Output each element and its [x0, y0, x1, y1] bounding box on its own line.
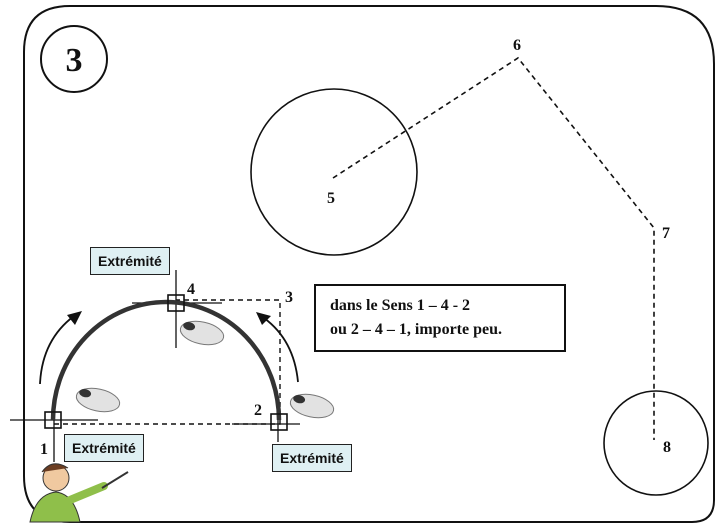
point-label-2: 2 — [254, 402, 262, 419]
mouse-icon — [179, 320, 225, 346]
step-badge — [40, 25, 108, 93]
point-label-8: 8 — [663, 439, 671, 456]
mouse-icon — [289, 393, 335, 419]
endpoint-label-left: Extrémité — [64, 434, 144, 462]
mouse-icon — [75, 387, 121, 413]
grip-point-1 — [44, 411, 62, 429]
point-label-4: 4 — [187, 281, 195, 298]
presenter-figure-icon — [29, 463, 129, 523]
note-line-2: ou 2 – 4 – 1, importe peu. — [330, 321, 502, 338]
outer-frame — [23, 5, 715, 523]
grip-point-2 — [270, 413, 288, 431]
dashed-path-5-6-7-8 — [332, 56, 655, 440]
point-label-3: 3 — [285, 289, 293, 306]
circle-center-5 — [250, 88, 418, 256]
arrow-left — [39, 315, 75, 385]
circle-center-8 — [603, 390, 709, 496]
arrow-left-head — [67, 311, 82, 325]
arc-1-4-2 — [50, 299, 282, 421]
point-label-5: 5 — [327, 190, 335, 207]
point-label-1: 1 — [40, 441, 48, 458]
arrow-right-head — [256, 312, 271, 325]
dashed-guide-rect — [54, 299, 281, 425]
direction-note: dans le Sens 1 – 4 - 2 ou 2 – 4 – 1, imp… — [314, 284, 566, 352]
point-label-7: 7 — [662, 225, 670, 242]
arrow-right — [263, 317, 299, 383]
endpoint-label-right: Extrémité — [272, 444, 352, 472]
note-line-1: dans le Sens 1 – 4 - 2 — [330, 297, 471, 314]
endpoint-label-top: Extrémité — [90, 247, 170, 275]
step-number: 3 — [66, 42, 83, 79]
point-label-6: 6 — [513, 37, 521, 54]
grip-point-4 — [167, 294, 185, 312]
